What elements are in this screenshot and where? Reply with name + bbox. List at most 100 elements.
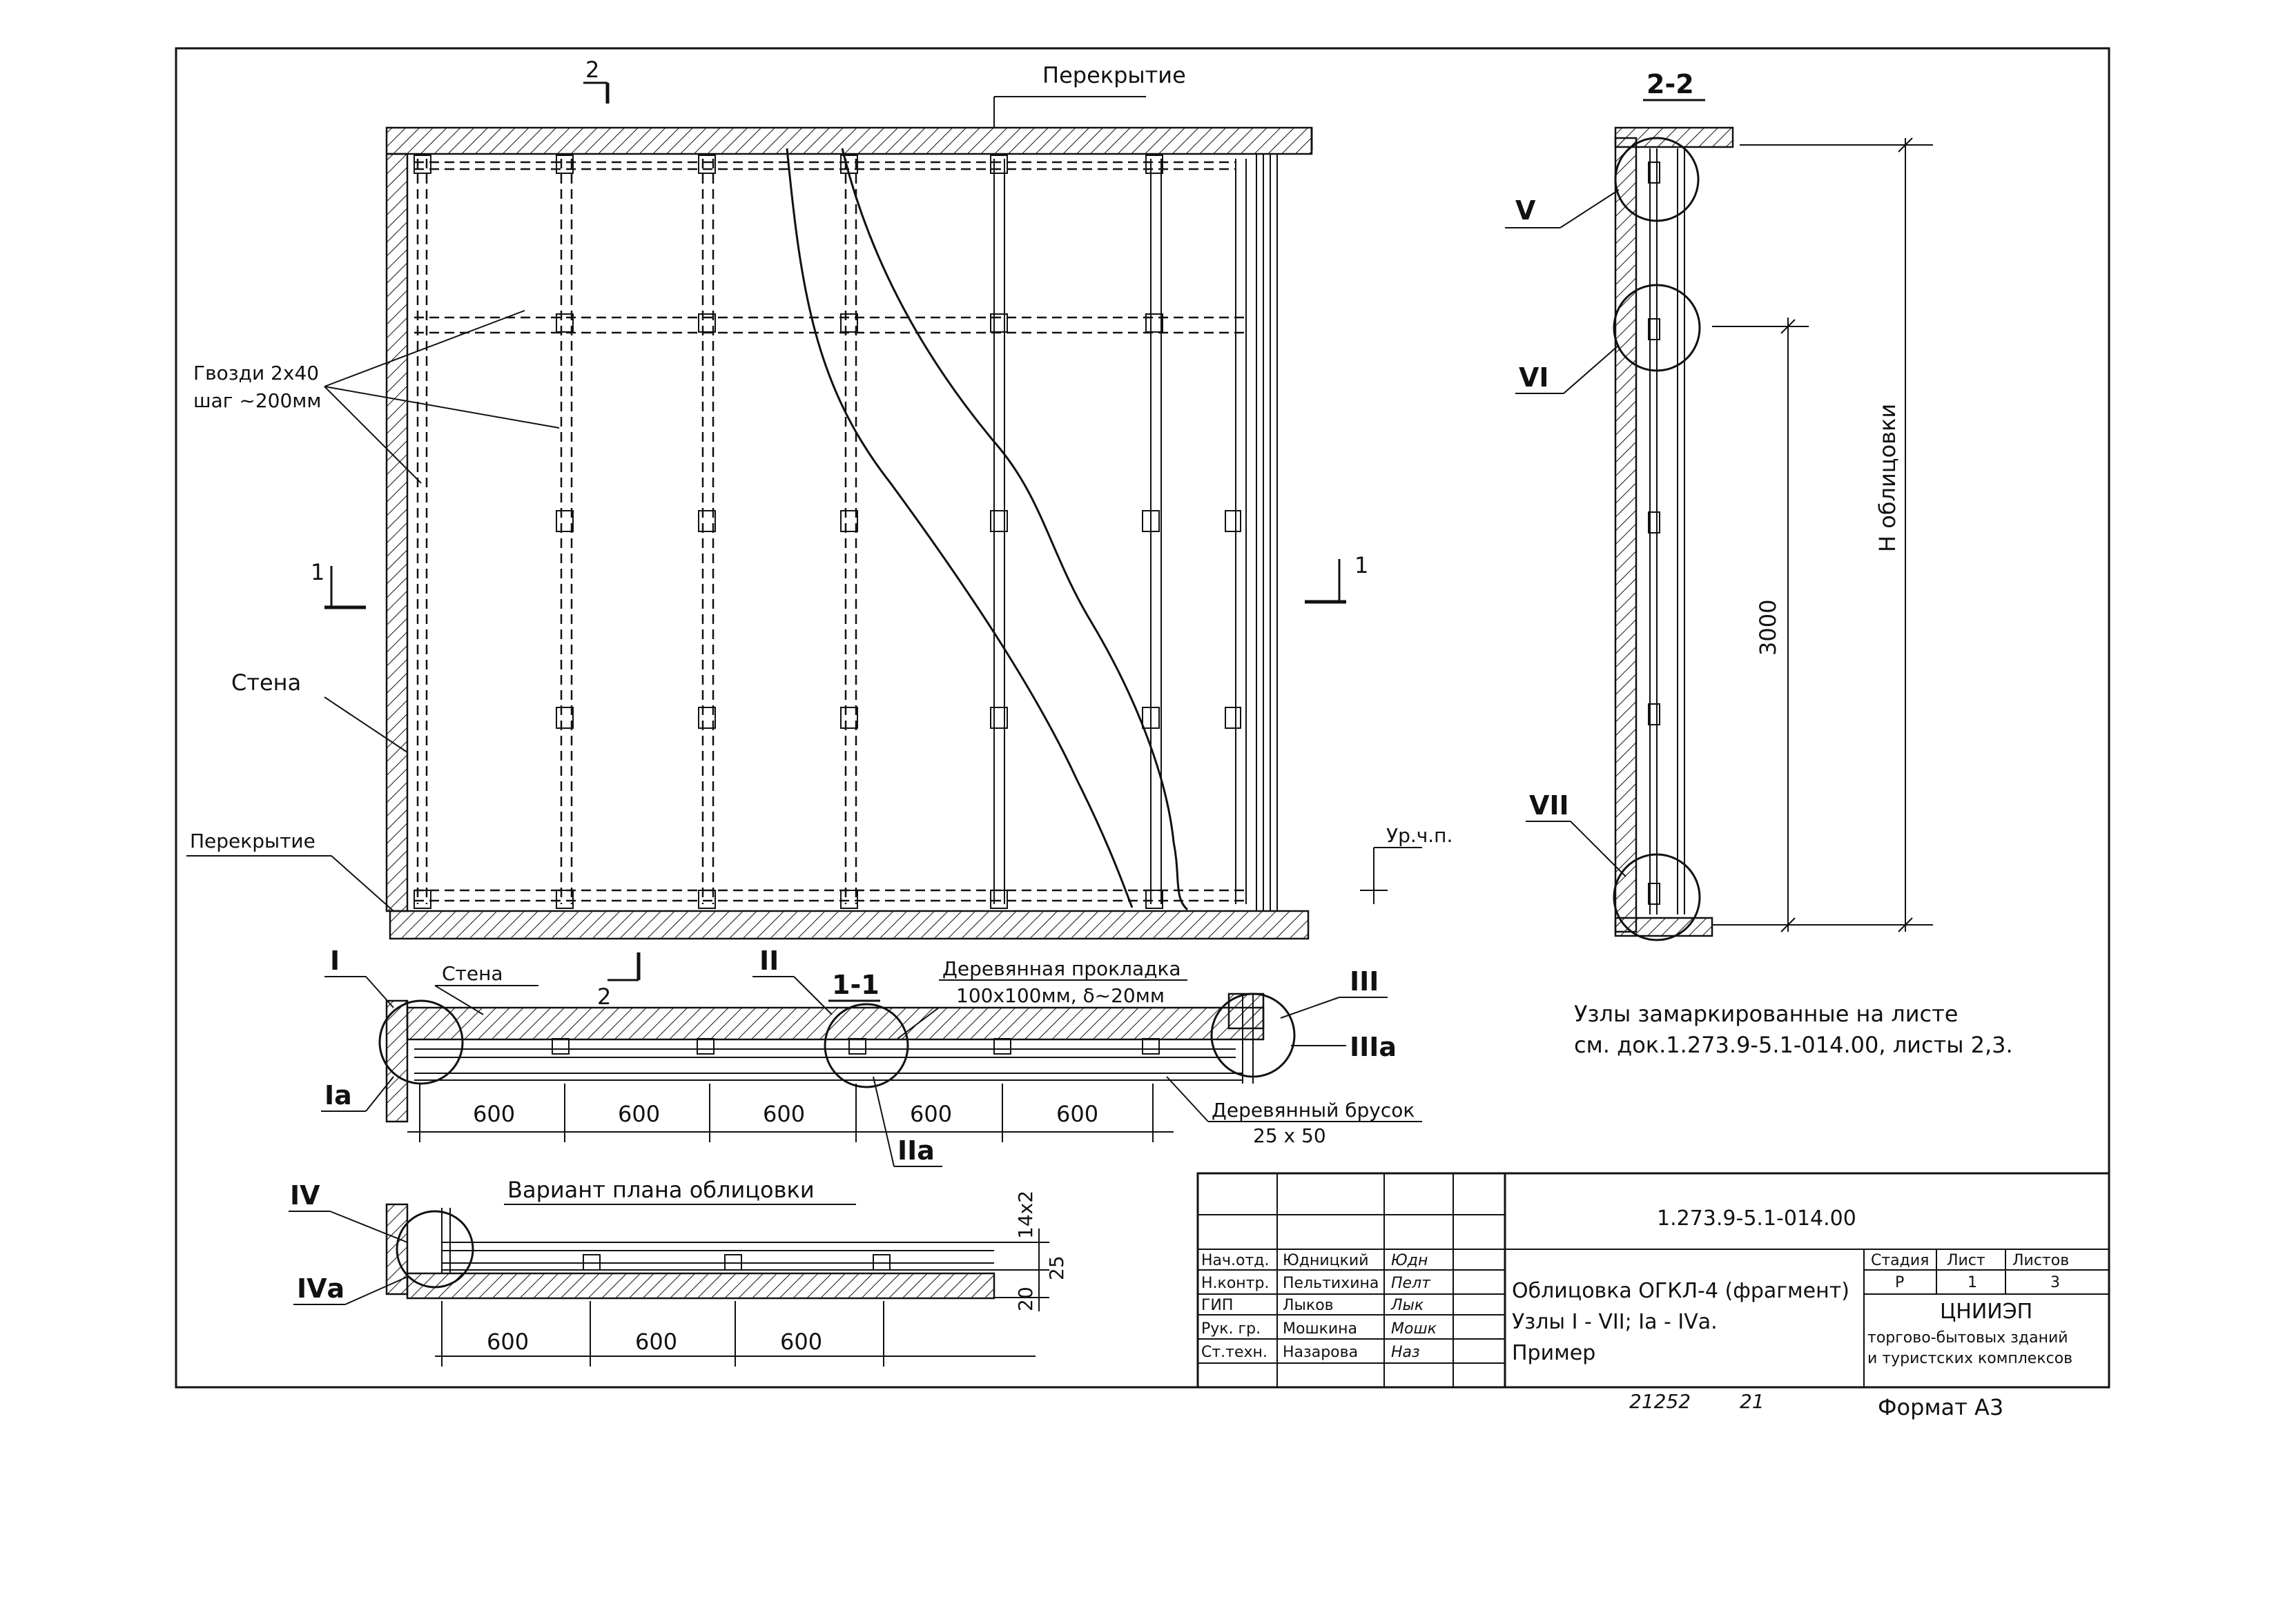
staff-role-3: ГИП <box>1201 1297 1233 1314</box>
horizontal-rails <box>414 161 1250 902</box>
staff-name-1: Юдницкий <box>1283 1252 1369 1269</box>
node-label-ia: Iа <box>324 1080 352 1111</box>
cladding-height-label: Н облицовки <box>1874 404 1901 552</box>
tear-line-right <box>841 148 1189 911</box>
node-label-vi: VI <box>1519 362 1549 393</box>
plan-span-4: 600 <box>910 1101 952 1127</box>
staff-name-3: Лыков <box>1283 1297 1334 1314</box>
plan-span-3: 600 <box>763 1101 805 1127</box>
org-line-1: ЦНИИЭП <box>1940 1300 2032 1324</box>
sheet-frame <box>175 47 2110 1389</box>
section-mark-2-top: 2 <box>583 57 610 104</box>
inventory-number: 21252 <box>1629 1390 1691 1413</box>
bottom-slab <box>389 910 1310 940</box>
dim-14x2: 14х2 <box>1014 1191 1037 1239</box>
staff-role-4: Рук. гр. <box>1201 1320 1261 1338</box>
section-mark-1-right: 1 <box>1305 552 1368 604</box>
svg-text:2: 2 <box>597 984 611 1010</box>
plan-span-5: 600 <box>1056 1101 1098 1127</box>
node-label-iiia: IIIа <box>1350 1032 1397 1062</box>
variant-span-1: 600 <box>487 1329 529 1355</box>
variant-span-2: 600 <box>635 1329 677 1355</box>
node-label-i: I <box>330 946 340 976</box>
staff-sign-1: Юдн <box>1391 1252 1428 1269</box>
section-mark-1-left: 1 <box>311 559 366 609</box>
nodes-note-line-1: Узлы замаркированные на листе <box>1574 1001 1958 1027</box>
slab-top-label: Перекрытие <box>1042 62 1186 88</box>
node-label-iva: IVа <box>297 1273 344 1304</box>
section-1-1-title: 1-1 <box>832 970 880 1000</box>
dim-20: 20 <box>1014 1287 1037 1311</box>
node-label-iv: IV <box>290 1180 320 1211</box>
node-circle-iii <box>1210 992 1296 1078</box>
sheet-header: Лист <box>1947 1252 1985 1269</box>
section-2-2-title: 2-2 <box>1646 69 1694 99</box>
staff-sign-2: Пелт <box>1391 1275 1431 1292</box>
doc-code: 1.273.9-5.1-014.00 <box>1657 1206 1856 1231</box>
org-line-2: торгово-бытовых зданий <box>1867 1329 2068 1347</box>
description-line-2: Узлы I - VII; Iа - IVа. <box>1512 1310 1718 1334</box>
sheets-header: Листов <box>2012 1252 2069 1269</box>
plan-1-1: 1-1 2 Стена I Iа II IIа III IIIа Деревян… <box>321 946 1422 1167</box>
staff-sign-4: Мошк <box>1391 1320 1437 1338</box>
staff-role-1: Нач.отд. <box>1201 1252 1270 1269</box>
variant-span-3: 600 <box>780 1329 822 1355</box>
node-circle-vii <box>1613 853 1701 941</box>
node-circle-ii <box>824 1003 909 1088</box>
section-mark-2-bottom: 2 <box>597 952 641 1010</box>
staff-name-2: Пельтихина <box>1283 1275 1379 1292</box>
description-line-1: Облицовка ОГКЛ-4 (фрагмент) <box>1512 1279 1849 1303</box>
node-label-vii: VII <box>1529 790 1569 821</box>
org-line-3: и туристских комплексов <box>1867 1350 2072 1367</box>
node-label-iii: III <box>1350 966 1379 997</box>
tear-line-left <box>786 148 1134 908</box>
variant-plan: Вариант плана облицовки IV IVа 14х2 25 2… <box>289 1177 1068 1367</box>
sheets-value: 3 <box>2050 1274 2060 1291</box>
dim-3000: 3000 <box>1755 600 1781 656</box>
plan-span-1: 600 <box>473 1101 515 1127</box>
staff-role-2: Н.контр. <box>1201 1275 1269 1292</box>
top-slab <box>385 126 1313 155</box>
floor-level-label: Ур.ч.п. <box>1386 824 1453 847</box>
node-circle-vi <box>1613 284 1701 372</box>
section-2-2: 2-2 V VI VII 3000 <box>1505 69 1933 941</box>
wood-gasket-label: Деревянная прокладка <box>942 957 1181 980</box>
svg-text:1: 1 <box>1354 552 1368 578</box>
wall-label: Стена <box>231 669 301 696</box>
staff-role-5: Ст.техн. <box>1201 1344 1267 1361</box>
staff-name-5: Назарова <box>1283 1344 1358 1361</box>
staff-sign-3: Лык <box>1390 1297 1424 1314</box>
nails-label: Гвозди 2х40 <box>193 362 319 384</box>
plan-dimension-line: 600 600 600 600 600 <box>407 1084 1174 1142</box>
left-wall <box>385 153 409 912</box>
nodes-note-line-2: см. док.1.273.9-5.1-014.00, листы 2,3. <box>1574 1032 2013 1058</box>
nails-step-label: шаг ~200мм <box>193 389 322 412</box>
inventory-sheet: 21 <box>1740 1390 1765 1413</box>
wood-bar-size: 25 x 50 <box>1253 1124 1326 1147</box>
variant-title: Вариант плана облицовки <box>507 1177 815 1203</box>
wood-bar-label: Деревянный брусок <box>1212 1099 1415 1122</box>
stage-header: Стадия <box>1871 1252 1929 1269</box>
node-circle-iv <box>396 1210 474 1289</box>
plan-span-2: 600 <box>618 1101 660 1127</box>
elevation-view: 2 1 1 Перекрытие Гвозди 2х40 шаг ~200мм … <box>186 57 1453 940</box>
description-line-3: Пример <box>1512 1341 1595 1365</box>
node-label-ii: II <box>759 946 779 976</box>
vertical-studs <box>416 159 1247 904</box>
svg-text:2: 2 <box>585 57 599 83</box>
staff-sign-5: Наз <box>1391 1344 1420 1361</box>
slab-bottom-label: Перекрытие <box>190 830 315 852</box>
node-circle-i <box>378 999 464 1085</box>
title-block: 1.273.9-5.1-014.00 Облицовка ОГКЛ-4 (фра… <box>1196 1172 2110 1389</box>
wall-plan-label: Стена <box>442 962 503 985</box>
svg-text:1: 1 <box>311 559 324 585</box>
stage-value: Р <box>1895 1274 1904 1291</box>
format-label: Формат А3 <box>1878 1394 2003 1420</box>
dim-25: 25 <box>1045 1255 1068 1280</box>
staff-name-4: Мошкина <box>1283 1320 1357 1338</box>
node-label-v: V <box>1515 195 1536 226</box>
sheet-value: 1 <box>1968 1274 1977 1291</box>
node-label-iia: IIа <box>897 1135 935 1166</box>
wood-gasket-size: 100х100мм, δ~20мм <box>956 984 1165 1007</box>
